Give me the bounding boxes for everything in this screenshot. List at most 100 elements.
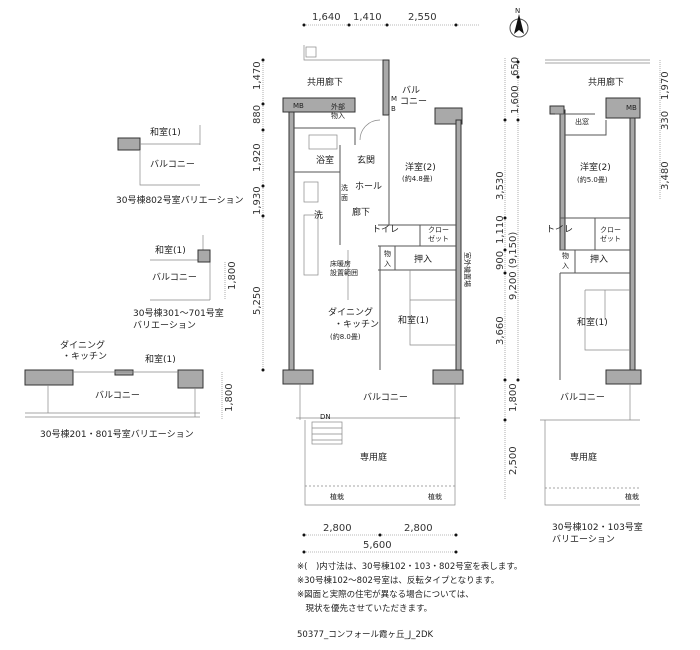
label-balcony-top-1: バル: [402, 85, 420, 96]
right-label-japanese-room: 和室(1): [577, 316, 608, 328]
dim-right-left-6: 900: [495, 251, 506, 270]
label-planting-2: 植栽: [428, 492, 442, 501]
footer-id: 50377_コンフォール霞ヶ丘_J_2DK: [297, 630, 434, 640]
label-toilet: トイレ: [372, 225, 399, 235]
label-dining-2: ・キッチン: [334, 319, 379, 330]
label-mb-vertical-1: M: [391, 95, 397, 103]
label-dn: DN: [320, 413, 331, 421]
label-closet-2: ゼット: [428, 234, 449, 243]
right-label-mb: MB: [626, 104, 637, 112]
label-western-room-size: (約4.8畳): [402, 174, 433, 183]
label-balcony-top-2: コニー: [400, 97, 427, 107]
right-label-storage-2: 入: [562, 262, 569, 270]
label-heater-2: 設置範囲: [330, 268, 358, 277]
dim-bottom-2: 2,800: [404, 523, 433, 534]
right-label-bay: 出窓: [575, 117, 589, 126]
label-bath: 浴室: [316, 154, 334, 166]
var1-caption: 30号棟802号室バリエーション: [116, 194, 243, 206]
label-entrance: 玄関: [357, 154, 375, 166]
dim-right-left-5: 9,200 (9,150): [508, 232, 519, 300]
dim-bottom-1: 2,800: [323, 523, 352, 534]
label-mb: MB: [293, 102, 304, 110]
dim-left-2: 880: [252, 105, 263, 124]
right-label-toilet: トイレ: [546, 225, 573, 235]
right-label-corridor: 共用廊下: [588, 76, 624, 88]
label-heater-1: 床暖房: [330, 259, 351, 268]
dim-left-5: 5,250: [252, 286, 263, 315]
right-label-balcony: バルコニー: [560, 392, 605, 403]
label-dining-1: ダイニング: [328, 306, 373, 318]
label-mb-vertical-2: B: [391, 105, 396, 113]
note-2: ※30号棟102〜802号室は、反転タイプとなります。: [297, 576, 500, 586]
label-planting-1: 植栽: [330, 492, 344, 501]
mb-wall: [282, 97, 356, 113]
main-plan: 1,640 1,410 2,550 1,470 880 1,920 1,930 …: [252, 12, 480, 554]
label-hallway: 廊下: [352, 206, 370, 218]
label-washroom-2: 面: [341, 194, 348, 202]
right-label-storage-1: 物: [562, 251, 569, 260]
right-label-western-room: 洋室(2): [580, 161, 611, 173]
right-label-private-garden: 専用庭: [570, 451, 597, 463]
right-label-closet-2: ゼット: [600, 234, 621, 243]
variation-301-701: 和室(1) バルコニー 1,800 30号棟301〜701号室 バリエーション: [133, 235, 238, 331]
dim-right-right-2: 330: [660, 111, 671, 130]
var3-room: 和室(1): [145, 353, 176, 365]
var1-balcony: バルコニー: [150, 159, 195, 170]
label-hall: ホール: [355, 181, 382, 192]
north-compass-icon: N: [509, 7, 529, 38]
label-laundry: 洗: [314, 209, 323, 221]
label-closet-1: クロー: [428, 226, 449, 234]
dim-right-left-9: 2,500: [508, 446, 519, 475]
right-plan-102-103: 650 1,600 3,530 1,110 9,200 (9,150) 900 …: [495, 57, 671, 545]
var2-balcony: バルコニー: [152, 272, 197, 283]
label-balcony: バルコニー: [363, 392, 408, 403]
right-caption-2: バリエーション: [552, 534, 615, 545]
dim-right-left-1: 650: [510, 57, 521, 76]
var2-caption-1: 30号棟301〜701号室: [133, 307, 224, 319]
label-storage-1: 物: [384, 249, 391, 258]
dim-right-left-3: 3,530: [495, 171, 506, 200]
dim-right-right-3: 3,480: [660, 161, 671, 190]
variation-201-801: ダイニング ・キッチン 和室(1) バルコニー 1,800 30号棟201・80…: [24, 339, 235, 440]
label-outdoor-unit: 室外機置場: [463, 252, 472, 287]
right-caption-1: 30号棟102・103号室: [552, 521, 643, 533]
label-outdoor-storage-2: 物入: [331, 111, 345, 120]
label-western-room: 洋室(2): [405, 161, 436, 173]
label-dining-size: (約8.0畳): [330, 332, 361, 341]
var3-dining-1: ダイニング: [60, 339, 105, 351]
dim-right-left-7: 3,660: [495, 316, 506, 345]
note-4: 現状を優先させていただきます。: [297, 604, 433, 614]
right-label-western-room-size: (約5.0畳): [577, 175, 608, 184]
label-japanese-room: 和室(1): [398, 314, 429, 326]
var2-caption-2: バリエーション: [133, 320, 196, 331]
note-3: ※図面と実際の住宅が異なる場合については、: [297, 590, 474, 600]
label-washroom-1: 洗: [341, 183, 348, 192]
var3-balcony: バルコニー: [95, 390, 140, 401]
right-label-oshiire: 押入: [590, 253, 608, 265]
note-1: ※( )内寸法は、30号棟102・103・802号室を表します。: [297, 562, 523, 572]
var2-dim: 1,800: [227, 261, 238, 290]
right-label-closet-1: クロー: [600, 226, 621, 234]
right-label-planting: 植栽: [625, 492, 639, 501]
dim-left-3: 1,920: [252, 143, 263, 172]
label-oshiire: 押入: [414, 253, 432, 265]
label-outdoor-storage-1: 外部: [331, 102, 345, 111]
dim-left-4: 1,930: [252, 186, 263, 215]
var3-dim: 1,800: [224, 383, 235, 412]
dim-top-1: 1,640: [312, 12, 341, 23]
compass-label: N: [515, 7, 520, 15]
var3-caption: 30号棟201・801号室バリエーション: [40, 428, 194, 440]
var2-room: 和室(1): [155, 244, 186, 256]
label-corridor: 共用廊下: [307, 76, 343, 88]
dim-top-3: 2,550: [408, 12, 437, 23]
var3-dining-2: ・キッチン: [62, 351, 107, 362]
dim-right-right-1: 1,970: [660, 71, 671, 100]
label-storage-2: 入: [384, 260, 391, 268]
dim-left-1: 1,470: [252, 61, 263, 90]
var1-room: 和室(1): [150, 126, 181, 138]
variation-802: 和室(1) バルコニー 30号棟802号室バリエーション: [116, 125, 243, 206]
dim-bottom-total: 5,600: [363, 540, 392, 551]
dim-right-left-2: 1,600: [510, 85, 521, 114]
